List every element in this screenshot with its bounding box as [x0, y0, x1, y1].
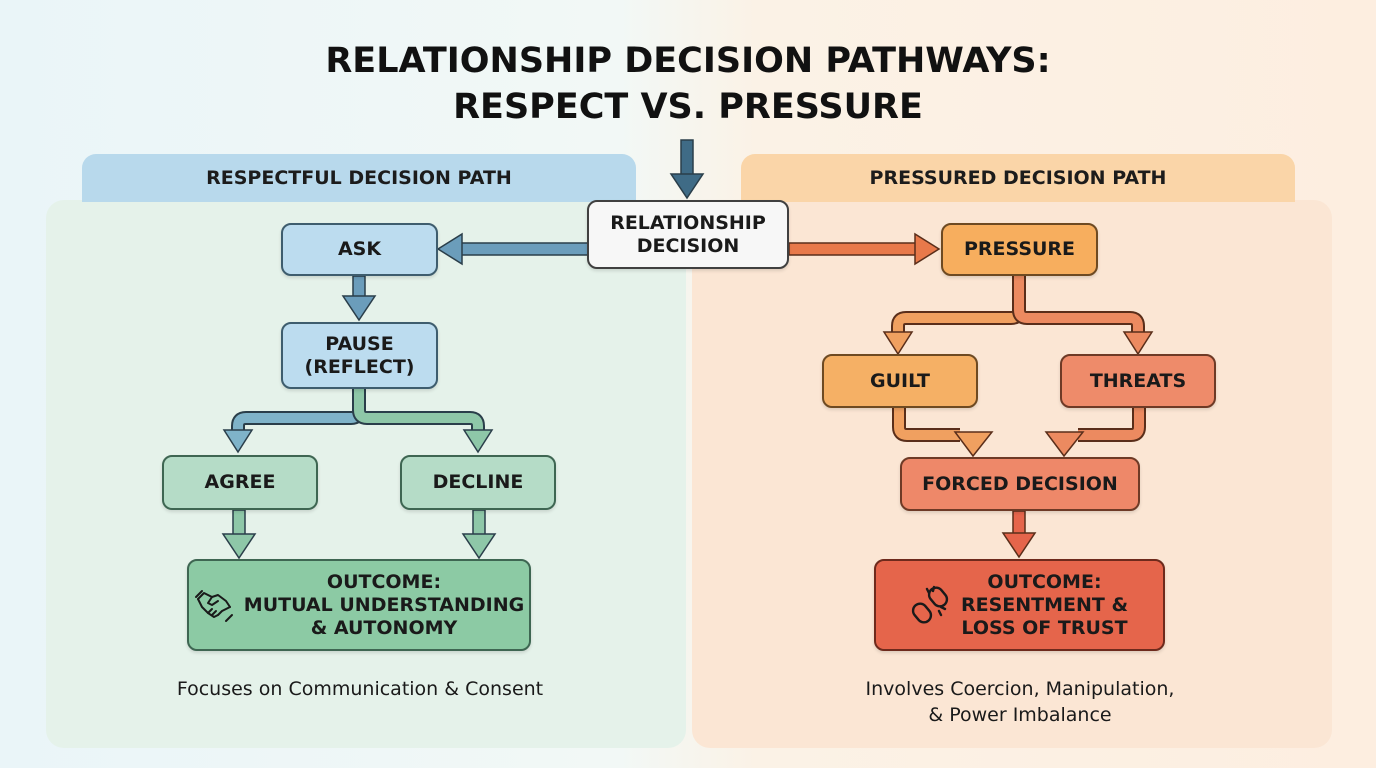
arrow-pause-branch [222, 389, 494, 454]
pressured-outcome-label: OUTCOME: [987, 570, 1102, 593]
title-line-1: RELATIONSHIP DECISION PATHWAYS: [325, 41, 1051, 81]
pause-sublabel: (REFLECT) [304, 355, 415, 378]
arrow-title-to-decision [669, 139, 705, 200]
arrow-threats-to-forced [1044, 408, 1146, 458]
pressured-outcome-text-2: LOSS OF TRUST [961, 616, 1128, 639]
agree-node: AGREE [162, 455, 318, 510]
pressured-caption-line-1: Involves Coercion, Manipulation, [865, 678, 1175, 700]
pressured-caption: Involves Coercion, Manipulation, & Power… [780, 676, 1260, 728]
decision-line-1: RELATIONSHIP [610, 211, 766, 234]
respectful-outcome-text-2: & AUTONOMY [310, 616, 458, 639]
handshake-icon [194, 585, 234, 625]
broken-chain-icon [911, 585, 951, 625]
respectful-outcome-node: OUTCOME: MUTUAL UNDERSTANDING & AUTONOMY [187, 559, 531, 651]
pressured-path-header: PRESSURED DECISION PATH [741, 154, 1295, 202]
arrow-pressure-branch [882, 276, 1154, 356]
arrow-ask-to-pause [341, 275, 377, 322]
ask-node: ASK [281, 223, 438, 276]
pressured-outcome-node: OUTCOME: RESENTMENT & LOSS OF TRUST [874, 559, 1165, 651]
decline-node: DECLINE [400, 455, 556, 510]
arrow-decision-to-pressure [788, 232, 941, 266]
respectful-caption: Focuses on Communication & Consent [176, 678, 544, 700]
forced-decision-node: FORCED DECISION [900, 457, 1140, 511]
guilt-node: GUILT [822, 354, 978, 408]
threats-node: THREATS [1060, 354, 1216, 408]
pressured-caption-line-2: & Power Imbalance [928, 704, 1112, 726]
pause-label: PAUSE [325, 332, 394, 355]
arrow-forced-to-outcome [1001, 510, 1037, 559]
relationship-decision-node: RELATIONSHIP DECISION [587, 200, 789, 269]
pressure-node: PRESSURE [941, 223, 1098, 276]
pressured-outcome-text-1: RESENTMENT & [960, 593, 1129, 616]
respectful-outcome-text-1: MUTUAL UNDERSTANDING [243, 593, 525, 616]
arrow-agree-to-outcome [221, 509, 257, 560]
decision-line-2: DECISION [636, 234, 740, 257]
arrow-decision-to-ask [436, 232, 589, 266]
respectful-outcome-label: OUTCOME: [326, 570, 442, 593]
arrow-guilt-to-forced [892, 408, 994, 458]
pause-node: PAUSE (REFLECT) [281, 322, 438, 389]
page-title: RELATIONSHIP DECISION PATHWAYS: RESPECT … [0, 38, 1376, 130]
title-line-2: RESPECT VS. PRESSURE [453, 87, 923, 127]
arrow-decline-to-outcome [461, 509, 497, 560]
respectful-panel [46, 200, 686, 748]
respectful-path-header: RESPECTFUL DECISION PATH [82, 154, 636, 202]
